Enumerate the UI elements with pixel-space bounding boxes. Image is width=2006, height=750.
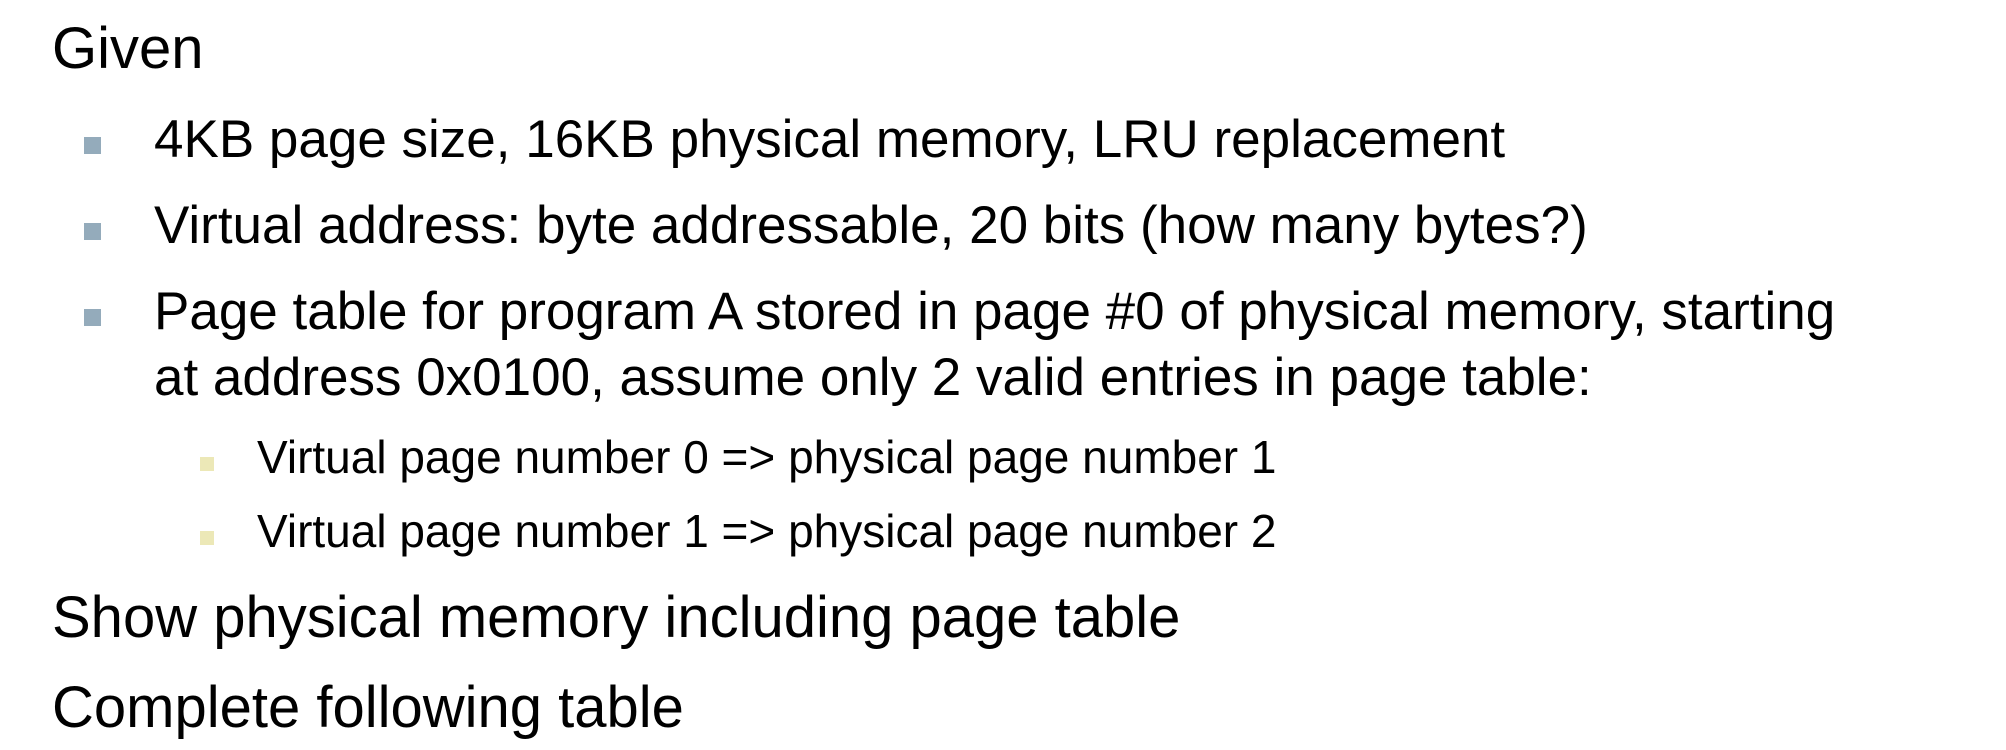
sub-bullet-vpn1: Virtual page number 1 => physical page n…	[257, 505, 1277, 557]
square-bullet-icon	[84, 309, 101, 326]
heading-complete-table: Complete following table	[52, 675, 684, 740]
square-bullet-icon	[200, 531, 214, 545]
heading-given: Given	[52, 16, 204, 81]
square-bullet-icon	[200, 457, 214, 471]
bullet-virtual-address: Virtual address: byte addressable, 20 bi…	[154, 196, 1588, 255]
square-bullet-icon	[84, 137, 101, 154]
bullet-page-table-continued: at address 0x0100, assume only 2 valid e…	[154, 348, 1592, 407]
heading-show-physical-memory: Show physical memory including page tabl…	[52, 585, 1181, 650]
bullet-page-size: 4KB page size, 16KB physical memory, LRU…	[154, 110, 1506, 169]
sub-bullet-vpn0: Virtual page number 0 => physical page n…	[257, 431, 1277, 483]
square-bullet-icon	[84, 223, 101, 240]
bullet-page-table: Page table for program A stored in page …	[154, 282, 1836, 341]
